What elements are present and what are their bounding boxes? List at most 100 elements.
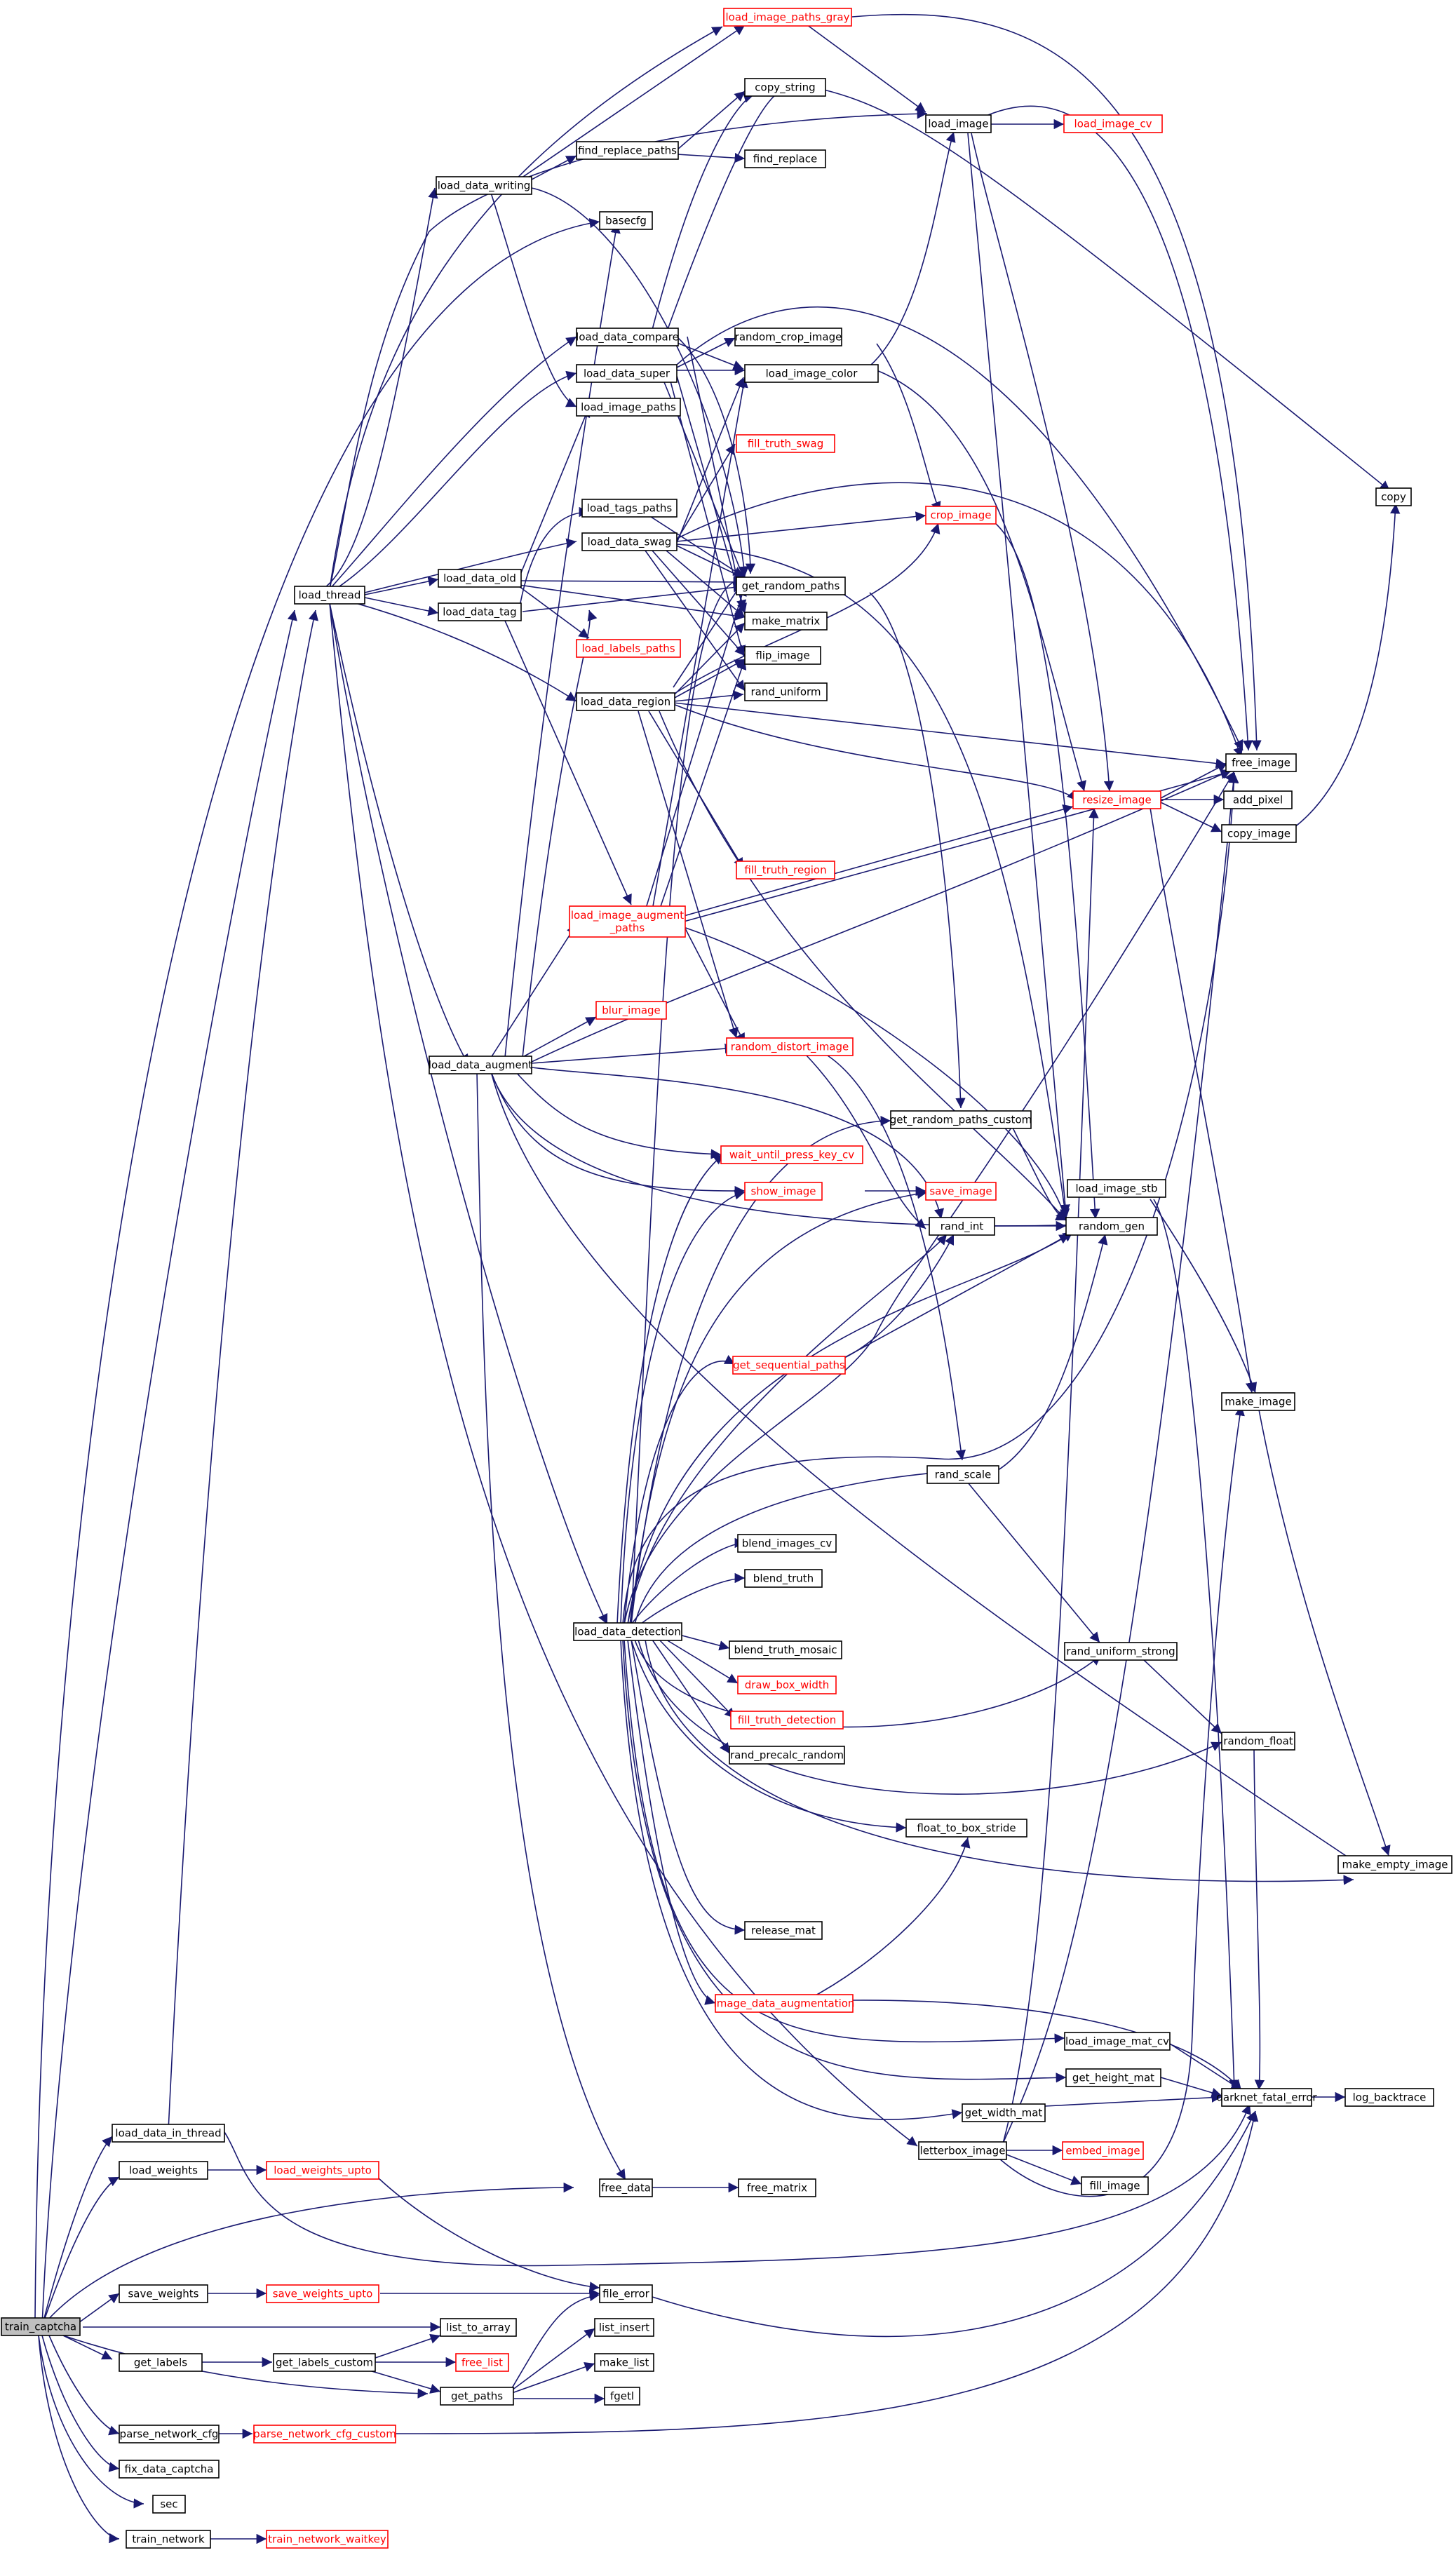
- node-load-weights-upto[interactable]: load_weights_upto: [266, 2161, 379, 2180]
- node-rand-uniform[interactable]: rand_uniform: [744, 682, 828, 701]
- node-image-data-augmentation[interactable]: image_data_augmentation: [714, 1994, 855, 2013]
- node-letterbox-image[interactable]: letterbox_image: [918, 2141, 1007, 2160]
- node-load-image-mat-cv[interactable]: load_image_mat_cv: [1064, 2032, 1171, 2051]
- node-get-sequential-paths[interactable]: get_sequential_paths: [732, 1356, 846, 1375]
- node-get-random-paths[interactable]: get_random_paths: [736, 577, 846, 595]
- node-make-empty-image[interactable]: make_empty_image: [1337, 1855, 1452, 1874]
- node-fill-image[interactable]: fill_image: [1081, 2176, 1149, 2195]
- node-load-image-paths[interactable]: load_image_paths: [576, 398, 681, 417]
- node-load-data-tag[interactable]: load_data_tag: [438, 602, 522, 621]
- edge: [329, 602, 469, 1065]
- node-random-distort-image[interactable]: random_distort_image: [726, 1037, 854, 1056]
- node-load-data-swag[interactable]: load_data_swag: [581, 532, 678, 551]
- node-wait-until-press-key-cv[interactable]: wait_until_press_key_cv: [720, 1145, 863, 1164]
- node-resize-image[interactable]: resize_image: [1072, 790, 1161, 809]
- node-fix-data-captcha[interactable]: fix_data_captcha: [119, 2460, 220, 2479]
- node-draw-box-width[interactable]: draw_box_width: [737, 1676, 837, 1694]
- node-parse-network-cfg[interactable]: parse_network_cfg: [119, 2425, 220, 2443]
- node-add-pixel[interactable]: add_pixel: [1223, 790, 1293, 809]
- node-box: [595, 1001, 667, 1020]
- node-free-data[interactable]: free_data: [599, 2178, 653, 2197]
- node-get-paths[interactable]: get_paths: [440, 2387, 514, 2406]
- node-random-gen[interactable]: random_gen: [1065, 1217, 1158, 1236]
- node-fill-truth-region[interactable]: fill_truth_region: [736, 861, 835, 879]
- node-show-image[interactable]: show_image: [744, 1182, 823, 1201]
- node-label: train_captcha: [5, 2321, 76, 2334]
- node-get-labels[interactable]: get_labels: [119, 2353, 203, 2372]
- node-box: [1064, 1642, 1178, 1661]
- node-save-weights-upto[interactable]: save_weights_upto: [266, 2284, 379, 2303]
- node-save-weights[interactable]: save_weights: [119, 2284, 208, 2303]
- node-train-network-waitkey[interactable]: train_network_waitkey: [266, 2530, 389, 2549]
- node-load-data-super[interactable]: load_data_super: [576, 364, 678, 383]
- node-load-data-in-thread[interactable]: load_data_in_thread: [112, 2124, 225, 2143]
- node-find-replace-paths[interactable]: find_replace_paths: [576, 141, 679, 160]
- node-fgetl[interactable]: fgetl: [604, 2387, 640, 2406]
- node-darknet-fatal-error[interactable]: darknet_fatal_error: [1216, 2088, 1317, 2107]
- node-label: load_data_compare: [576, 331, 679, 344]
- node-train-network[interactable]: train_network: [126, 2530, 211, 2549]
- node-list-insert[interactable]: list_insert: [594, 2318, 654, 2337]
- node-blend-truth-mosaic[interactable]: blend_truth_mosaic: [729, 1640, 842, 1659]
- node-load-image-paths-gray[interactable]: load_image_paths_gray: [723, 8, 852, 27]
- node-float-to-box-stride[interactable]: float_to_box_stride: [905, 1819, 1027, 1838]
- node-load-data-old[interactable]: load_data_old: [438, 569, 522, 588]
- node-free-matrix[interactable]: free_matrix: [738, 2178, 816, 2197]
- node-crop-image[interactable]: crop_image: [925, 506, 997, 525]
- node-load-data-detection[interactable]: load_data_detection: [573, 1622, 682, 1641]
- node-free-list[interactable]: free_list: [455, 2353, 509, 2372]
- node-rand-precalc-random[interactable]: rand_precalc_random: [729, 1746, 845, 1765]
- node-fill-truth-detection[interactable]: fill_truth_detection: [730, 1711, 844, 1730]
- node-find-replace[interactable]: find_replace: [744, 149, 826, 168]
- node-fill-truth-swag[interactable]: fill_truth_swag: [736, 434, 835, 453]
- node-load-weights[interactable]: load_weights: [119, 2161, 208, 2180]
- node-blur-image[interactable]: blur_image: [595, 1001, 667, 1020]
- node-flip-image[interactable]: flip_image: [744, 646, 821, 665]
- node-random-float[interactable]: random_float: [1221, 1732, 1295, 1751]
- edge: [806, 1055, 926, 1229]
- node-load-image-stb[interactable]: load_image_stb: [1067, 1179, 1166, 1198]
- node-copy[interactable]: copy: [1375, 487, 1412, 506]
- node-copy-image[interactable]: copy_image: [1221, 824, 1297, 843]
- node-parse-network-cfg-custom[interactable]: parse_network_cfg_custom: [253, 2425, 396, 2443]
- node-train-captcha[interactable]: train_captcha: [1, 2317, 81, 2336]
- node-log-backtrace[interactable]: log_backtrace: [1344, 2088, 1434, 2107]
- node-label: fill_image: [1089, 2180, 1140, 2193]
- node-get-random-paths-custom[interactable]: get_random_paths_custom: [890, 1110, 1032, 1129]
- node-make-image[interactable]: make_image: [1221, 1392, 1295, 1411]
- node-list-to-array[interactable]: list_to_array: [440, 2318, 517, 2337]
- node-load-thread[interactable]: load_thread: [294, 586, 365, 605]
- node-load-image-augment-paths[interactable]: load_image_augment_paths: [569, 905, 686, 938]
- node-blend-truth[interactable]: blend_truth: [744, 1569, 823, 1588]
- node-make-list[interactable]: make_list: [594, 2353, 654, 2372]
- node-load-image-color[interactable]: load_image_color: [744, 364, 879, 383]
- node-release-mat[interactable]: release_mat: [744, 1921, 823, 1940]
- node-load-data-region[interactable]: load_data_region: [576, 692, 675, 711]
- node-embed-image[interactable]: embed_image: [1062, 2141, 1144, 2160]
- node-rand-scale[interactable]: rand_scale: [926, 1465, 999, 1484]
- node-label: load_data_in_thread: [115, 2127, 221, 2141]
- node-load-data-writing[interactable]: load_data_writing: [436, 176, 532, 195]
- node-file-error[interactable]: file_error: [599, 2284, 653, 2303]
- node-rand-int[interactable]: rand_int: [929, 1217, 995, 1236]
- node-label: wait_until_press_key_cv: [729, 1149, 854, 1162]
- node-load-image-cv[interactable]: load_image_cv: [1063, 114, 1163, 133]
- node-make-matrix[interactable]: make_matrix: [744, 612, 828, 631]
- node-load-tags-paths[interactable]: load_tags_paths: [581, 499, 678, 518]
- node-get-height-mat[interactable]: get_height_mat: [1065, 2068, 1161, 2087]
- node-load-data-augment[interactable]: load_data_augment: [429, 1056, 532, 1074]
- node-save-image[interactable]: save_image: [925, 1182, 997, 1201]
- node-rand-uniform-strong[interactable]: rand_uniform_strong: [1064, 1642, 1178, 1661]
- node-copy-string[interactable]: copy_string: [744, 78, 826, 97]
- node-load-labels-paths[interactable]: load_labels_paths: [576, 639, 681, 658]
- node-sec[interactable]: sec: [152, 2495, 186, 2514]
- node-load-data-compare[interactable]: load_data_compare: [576, 328, 679, 346]
- node-basecfg[interactable]: basecfg: [599, 211, 653, 230]
- node-get-width-mat[interactable]: get_width_mat: [962, 2103, 1046, 2122]
- node-get-labels-custom[interactable]: get_labels_custom: [273, 2353, 376, 2372]
- node-load-image[interactable]: load_image: [925, 114, 992, 133]
- node-free-image[interactable]: free_image: [1225, 753, 1297, 772]
- node-random-crop-image[interactable]: random_crop_image: [734, 328, 842, 346]
- node-blend-images-cv[interactable]: blend_images_cv: [737, 1534, 837, 1553]
- edge: [490, 1071, 1361, 1866]
